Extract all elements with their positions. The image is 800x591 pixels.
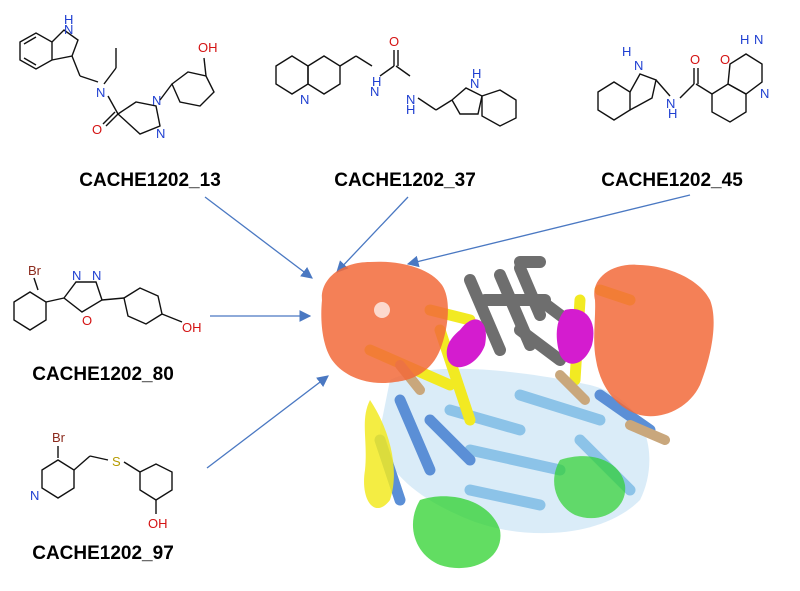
atom-nh: H [622,44,631,59]
atom-n: N [30,488,39,503]
atom-n: N [470,76,479,91]
atom-oh: OH [198,40,218,55]
arrow-45 [406,194,691,268]
atom-br: Br [28,263,42,278]
atom-n: N [156,126,165,141]
compound-13-structure: H N N O N N OH [19,12,218,141]
atom-n: N [92,268,101,283]
atom-oh: OH [148,516,168,531]
atom-n: N [64,22,73,37]
arrow-37 [336,196,409,273]
compound-45-label: CACHE1202_45 [601,170,743,191]
compound-37-structure: N N H O N H N H [275,34,517,127]
compound-45-structure: H N N H O O H N N [597,32,769,123]
atom-n: N [754,32,763,47]
atom-n: N [152,93,161,108]
atom-o: O [720,52,730,67]
atom-n: N [666,96,675,111]
atom-o: O [92,122,102,137]
atom-n: N [300,92,309,107]
atom-oh: OH [182,320,202,335]
atom-n: N [96,85,105,100]
atom-nh: H [472,66,481,81]
atom-nh: H [64,12,73,27]
atom-n: N [72,268,81,283]
atom-br: Br [52,430,66,445]
compound-37-label: CACHE1202_37 [334,170,476,191]
compound-97-structure: Br N S OH [30,430,173,531]
atom-n: N [760,86,769,101]
atom-nh: H [406,102,415,117]
arrow-97 [206,375,329,469]
atom-s: S [112,454,121,469]
atom-n: N [634,58,643,73]
atom-nh: H [668,106,677,121]
protein-complex-image [321,256,714,569]
atom-nh: H [372,74,381,89]
compound-97-label: CACHE1202_97 [32,543,174,564]
atom-n: N [406,92,415,107]
atom-o: O [389,34,399,49]
atom-o: O [82,313,92,328]
atom-n: N [370,84,379,99]
compound-13-label: CACHE1202_13 [79,170,221,191]
arrow-13 [204,196,313,279]
compound-80-structure: Br N N O OH [13,263,202,335]
compound-80-label: CACHE1202_80 [32,364,174,385]
atom-nh: H [740,32,749,47]
atom-o: O [690,52,700,67]
